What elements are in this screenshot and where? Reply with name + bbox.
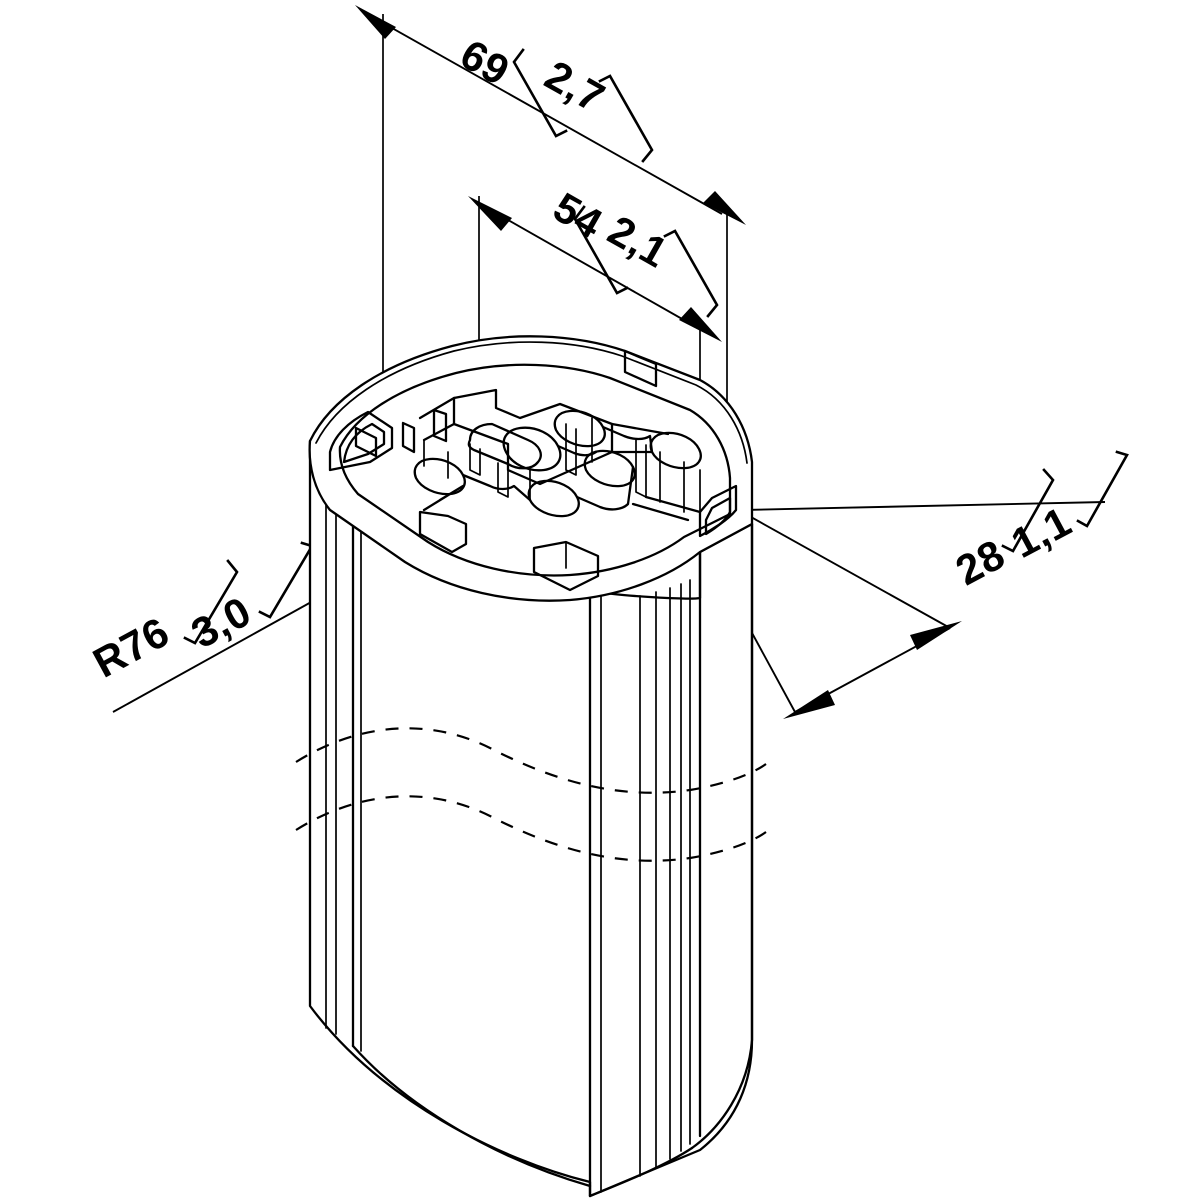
dimension-54 [468,196,722,342]
cross-section-face [308,335,754,602]
keyhole-right-edge [649,431,702,470]
depth-rib-7 [635,439,647,498]
dim-69-imperial: 2,7 [538,51,613,121]
arrowhead-28-upper [910,621,962,650]
dim-r76-imperial: 3,0 [184,587,259,657]
dim-r76-bracket-open [183,559,239,645]
dim-r76-bracket-close [258,541,314,619]
arrowhead-69-left [355,5,396,39]
dimension-28 [732,501,1106,719]
brace-right-lower [631,495,702,522]
arrowhead-28-lower [783,690,835,719]
profile-bottom-curve-right [588,1146,694,1198]
slot-right-inner [704,496,732,536]
brace-left-lower [422,484,465,512]
dim-line-69 [375,18,723,215]
dim-69-metric: 69 [453,30,518,94]
break-line-upper [295,727,767,794]
dim-28-bracket-close [1076,450,1129,528]
brace-left-upper [418,396,456,442]
ledge-upper-left [354,426,378,458]
dim-28-imperial: 1,1 [1004,497,1079,567]
section-inner-wall [338,363,732,577]
section-depth-ribs [423,417,701,519]
profile-outer-body [308,439,754,1198]
arrowhead-54-left [468,196,512,231]
dim-r76-metric: R76 [85,608,176,687]
slot-channel-network [461,425,654,511]
dimension-54-text: 54 2,1 [546,183,719,318]
profile-right-silhouette [690,522,754,1150]
dim-54-bracket-close [663,229,719,318]
depth-rib-1 [469,443,481,476]
section-edge-highlight [315,341,748,464]
break-lines [295,727,767,862]
depth-rib-2 [497,462,509,498]
dim-28-metric: 28 [948,530,1012,594]
rib-left-1 [401,421,416,454]
dimension-69-text: 69 2,7 [453,30,654,163]
depth-rib-4 [565,423,577,476]
profile-bottom-curve-left [351,1044,592,1188]
brace-right-upper [610,422,670,454]
dim-54-imperial: 2,1 [601,206,676,276]
dim-line-54 [486,207,699,329]
dimension-69 [355,5,746,225]
dim-leader-28-lower [741,511,951,629]
dimension-28-text: 28 1,1 [948,450,1129,594]
arrowhead-54-right [679,307,722,342]
dim-54-bracket-open [573,205,629,295]
dim-28-bracket-open [1001,468,1055,553]
dim-leader-28-upper [741,501,1106,511]
dim-69-bracket-close [598,74,654,163]
profile-body [308,439,754,1198]
arrowhead-69-right [703,191,746,225]
break-line-lower [295,795,767,862]
slot-lower-left [418,510,468,554]
dim-69-bracket-open [512,48,568,138]
